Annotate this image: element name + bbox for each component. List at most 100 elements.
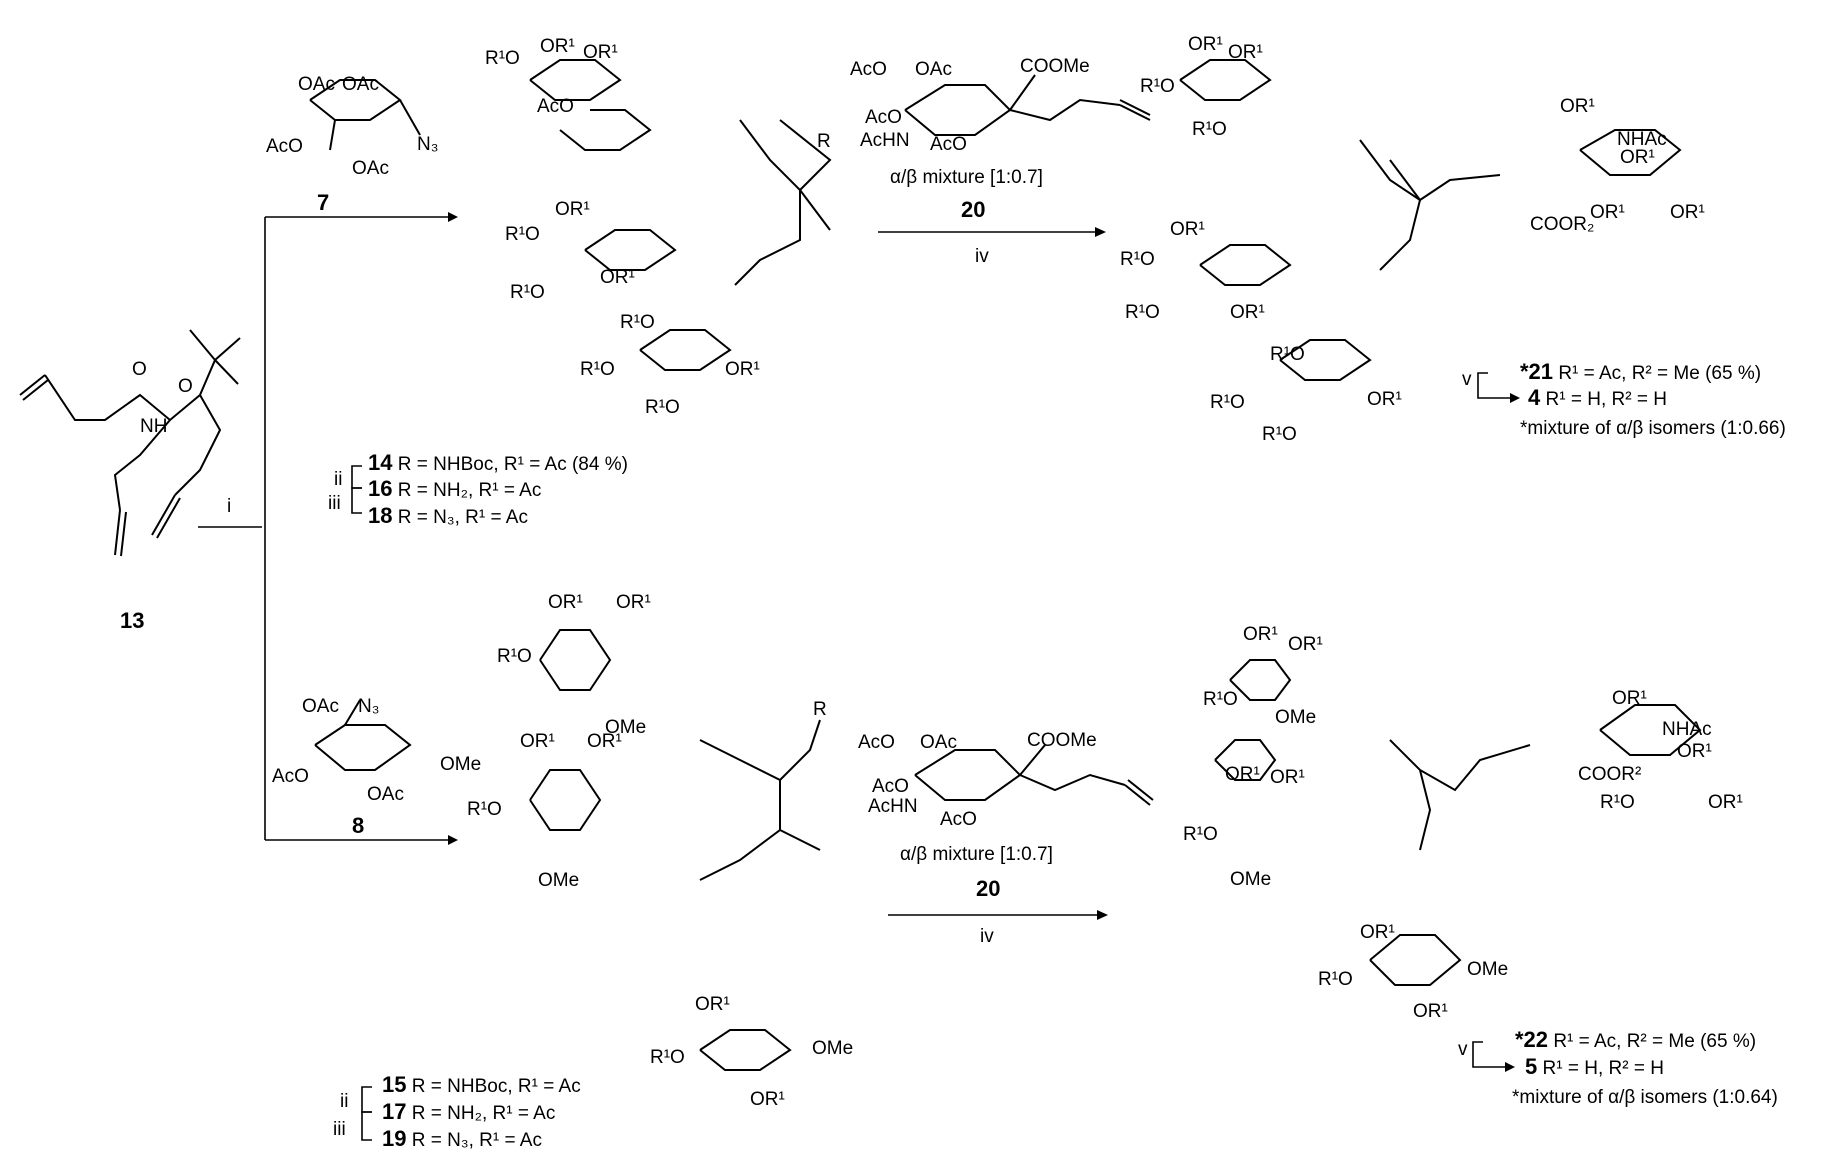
svg-text:18 R = N₃, R¹ = Ac: 18 R = N₃, R¹ = Ac [368,503,528,528]
reaction-arrow-bottom [888,910,1108,920]
bp-r1o-b: R¹O [1183,824,1218,845]
compound-13-structure [19,329,241,557]
ti-r-label: R [817,131,831,152]
step-iv-label-top: iv [975,246,989,267]
step-ii-label-top: ii [334,469,342,490]
carbonyl-o-label: O [132,359,147,380]
tp-coor2: COOR₂ [1530,214,1594,235]
tp-r1o-d: R¹O [1125,302,1160,323]
bottom-intermediate-structure [529,629,821,1071]
step-iv-label-bottom: iv [980,926,994,947]
ti-or1-a: OR¹ [540,36,575,57]
cmpd-17-num: 17 [382,1099,406,1124]
s20t-aco: AcO [850,59,887,80]
step-ii-label-bottom: ii [340,1091,348,1112]
product-list-bottom-right: *22 R¹ = Ac, R² = Me (65 %) 5 R¹ = H, R²… [1512,1027,1778,1108]
cmpd-15-desc: R = NHBoc, R¹ = Ac [406,1076,580,1097]
ti-aco: AcO [537,96,574,117]
svg-text:*21 R¹ = Ac, R² = Me (65 %): *21 R¹ = Ac, R² = Me (65 %) [1520,359,1761,384]
ti-or1-d: OR¹ [600,267,635,288]
r7-oac-bottom: OAc [352,158,389,179]
svg-text:15 R = NHBoc, R¹ = Ac: 15 R = NHBoc, R¹ = Ac [382,1072,581,1097]
s20b-achn: AcHN [868,796,918,817]
r8-aco: AcO [272,766,309,787]
bi-r1o-b: R¹O [467,799,502,820]
mixture-top-label: α/β mixture [1:0.7] [890,167,1043,188]
tp-r1o-c: R¹O [1120,249,1155,270]
product-list-top-right: *21 R¹ = Ac, R² = Me (65 %) 4 R¹ = H, R²… [1520,359,1786,439]
svg-text:16 R = NH₂, R¹ = Ac: 16 R = NH₂, R¹ = Ac [368,476,541,501]
product-list-top-left: 14 R = NHBoc, R¹ = Ac (84 %) 16 R = NH₂,… [368,450,628,528]
cmpd-18-desc: R = N₃, R¹ = Ac [392,507,528,528]
r8-n3: N₃ [358,696,379,717]
mixture-note-top: *mixture of α/β isomers (1:0.66) [1520,418,1786,439]
mixture-bottom-label: α/β mixture [1:0.7] [900,844,1053,865]
tp-or1-i: OR¹ [1367,389,1402,410]
s20b-oac: OAc [920,732,957,753]
ti-r1o-d: R¹O [620,312,655,333]
tp-r1o-a: R¹O [1140,76,1175,97]
tp-or1-d: OR¹ [1620,147,1655,168]
svg-text:17 R = NH₂, R¹ = Ac: 17 R = NH₂, R¹ = Ac [382,1099,555,1124]
s20b-coome: COOMe [1027,730,1097,751]
r7-oac-top2: OAc [342,74,379,95]
bp-or1-a: OR¹ [1243,624,1278,645]
tp-or1-e: OR¹ [1590,202,1625,223]
bp-r1o-a: R¹O [1203,689,1238,710]
s20b-aco3: AcO [940,809,977,830]
bp-or1-h: OR¹ [1360,922,1395,943]
cmpd-21-num: *21 [1520,359,1553,384]
bp-r1o-c: R¹O [1600,792,1635,813]
mixture-note-bottom: *mixture of α/β isomers (1:0.64) [1512,1087,1778,1108]
tp-r1o-e: R¹O [1270,344,1305,365]
step-v-arrow-bottom [1472,1041,1515,1072]
s20t-aco3: AcO [930,134,967,155]
tp-r1o-f: R¹O [1210,392,1245,413]
cmpd-16-desc: R = NH₂, R¹ = Ac [392,480,541,501]
cmpd-18-num: 18 [368,503,392,528]
cmpd-15-num: 15 [382,1072,406,1097]
reagent-7-structure [309,79,421,151]
compound-20-top-number: 20 [961,197,985,222]
cmpd-21-desc: R¹ = Ac, R² = Me (65 %) [1553,363,1761,384]
bp-or1-b: OR¹ [1288,634,1323,655]
step-iii-label-bottom: iii [333,1119,346,1140]
tp-r1o-g: R¹O [1262,424,1297,445]
cmpd-19-num: 19 [382,1126,406,1151]
bi-or1-d: OR¹ [587,731,622,752]
svg-text:4 R¹ = H, R² = H: 4 R¹ = H, R² = H [1528,385,1667,410]
tp-or1-f: OR¹ [1670,202,1705,223]
r8-ome: OMe [440,754,481,775]
cmpd-19-desc: R = N₃, R¹ = Ac [406,1130,542,1151]
bp-ome-b: OMe [1230,869,1271,890]
reaction-arrow-top [878,227,1106,237]
tp-or1-c: OR¹ [1560,96,1595,117]
bi-ome-b: OMe [538,870,579,891]
s20b-aco2: AcO [872,776,909,797]
bp-or1-e: OR¹ [1612,688,1647,709]
ti-or1-c: OR¹ [555,199,590,220]
tp-or1-h: OR¹ [1230,302,1265,323]
r7-aco: AcO [266,136,303,157]
branch-arrows [198,212,458,845]
bi-ome-c: OMe [812,1038,853,1059]
compound-7-number: 7 [317,190,329,215]
cmpd-5-num: 5 [1525,1054,1537,1079]
compound-13-number: 13 [120,608,144,633]
r8-oac-bottom: OAc [367,784,404,805]
step-v-arrow-top [1477,372,1520,403]
bi-r1o-a: R¹O [497,646,532,667]
sialic-donor-bottom-structure [914,744,1154,806]
top-product-structure [1179,59,1682,381]
cmpd-4-num: 4 [1528,385,1541,410]
cmpd-16-num: 16 [368,476,392,501]
bp-or1-c: OR¹ [1225,764,1260,785]
bottom-product-structure [1214,659,1702,986]
ti-r1o-e: R¹O [580,359,615,380]
bp-nhac: NHAc [1662,719,1712,740]
step-ii-iii-arrows-top [351,465,362,514]
sialic-donor-top-structure [904,74,1151,136]
step-i-label: i [227,496,231,517]
svg-text:19 R = N₃, R¹ = Ac: 19 R = N₃, R¹ = Ac [382,1126,542,1151]
nh-label: NH [140,416,167,437]
